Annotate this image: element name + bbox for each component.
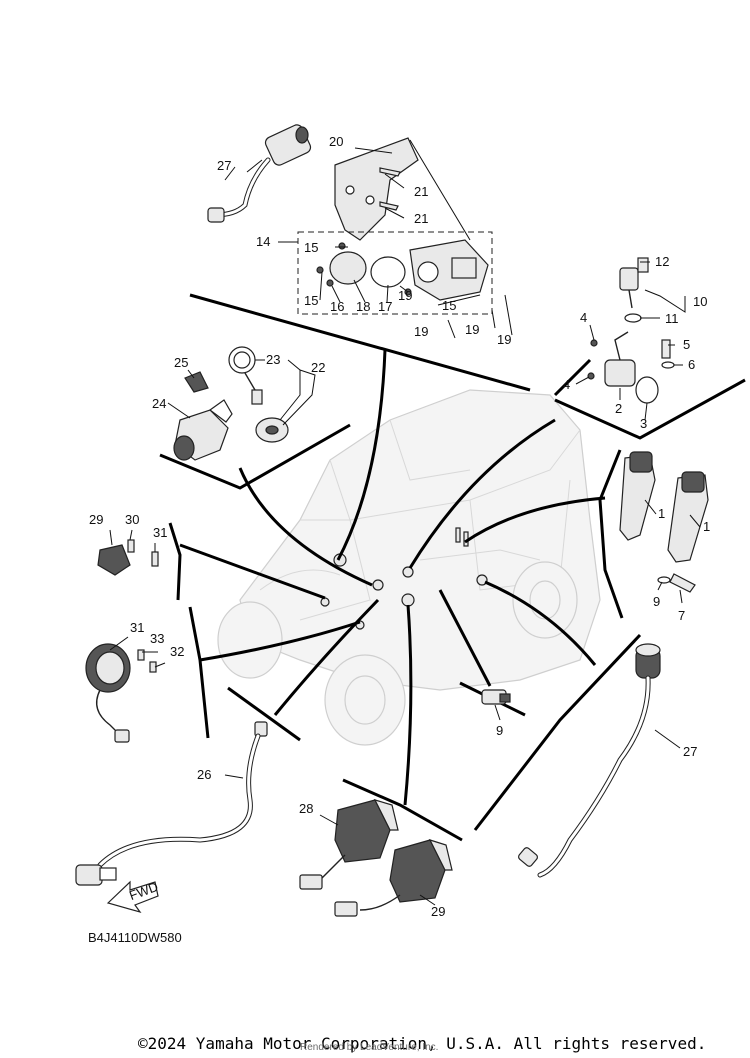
sensor-26 [75,721,268,886]
callout-25: 25 [174,355,188,370]
sensor-5 [661,339,675,369]
callout-29: 29 [431,904,445,919]
callout-10: 10 [693,294,707,309]
sensor-27-right [517,643,661,878]
callout-13: 14 [256,234,270,249]
callout-31-b: 31 [153,525,167,540]
callout-16: 17 [378,299,392,314]
callout-3: 3 [640,416,647,431]
diagram-code: B4J4110DW580 [88,930,182,945]
callout-11: 11 [665,311,679,326]
callout-labels: 20 27 21 21 14 15 15 16 18 17 19 15 19 1… [89,134,710,919]
callout-14: 15 [442,298,456,313]
watermark: Rendered by LeadVenture, Inc. [300,1042,439,1053]
callout-5: 5 [683,337,690,352]
callout-19-b: 19 [465,322,479,337]
callout-19-c: 19 [497,332,511,347]
callout-33: 32 [170,644,184,659]
callout-21-b: 21 [414,211,428,226]
engine-bracket [334,137,419,241]
callout-24: 24 [152,396,166,411]
callout-31-a: 30 [125,512,139,527]
callout-26: 26 [197,767,211,782]
control-units [299,799,453,917]
copyright-notice: ©2024 Yamaha Motor Corporation, U.S.A. A… [138,1034,707,1053]
callout-2: 2 [615,401,622,416]
callout-15-b: 15 [304,293,318,308]
callout-9: 9 [496,723,503,738]
sensor-9 [481,689,511,705]
callout-8: 9 [653,594,660,609]
callout-18: 19 [398,288,412,303]
ignition-coils [619,451,709,563]
gauge-22 [228,346,289,443]
fwd-arrow: FWD [106,879,160,914]
callout-17: 18 [356,299,370,314]
sensor-10 [619,257,649,323]
throttle-body [316,239,513,339]
callout-leaders [109,139,701,906]
callout-4-b: 4 [563,377,570,392]
callout-1-b: 1 [703,519,710,534]
switch-24 [173,371,233,461]
motor-32 [85,643,157,743]
sensor-27-top [207,124,312,223]
callout-30: 29 [89,512,103,527]
callout-27-right: 27 [683,744,697,759]
callout-34: 33 [150,631,164,646]
callout-32: 31 [130,620,144,635]
sensor-2 [587,331,659,404]
callout-1-a: 1 [658,506,665,521]
callout-27-top: 27 [217,158,231,173]
assembly-box-13 [297,231,493,315]
sensor-30 [97,539,159,576]
callout-19-a: 19 [414,324,428,339]
callout-22: 22 [311,360,325,375]
sensor-7 [657,573,696,593]
brackets [159,293,746,842]
callout-15-c: 16 [330,299,344,314]
callout-7: 7 [678,608,685,623]
callout-6: 6 [688,357,695,372]
callout-28: 28 [299,801,313,816]
callout-4-a: 4 [580,310,587,325]
callout-23: 23 [266,352,280,367]
vehicle-sensors [320,527,488,630]
vehicle-background [217,389,601,746]
callout-12: 12 [655,254,669,269]
callout-21-a: 21 [414,184,428,199]
callout-20: 20 [329,134,343,149]
callout-15-a: 15 [304,240,318,255]
